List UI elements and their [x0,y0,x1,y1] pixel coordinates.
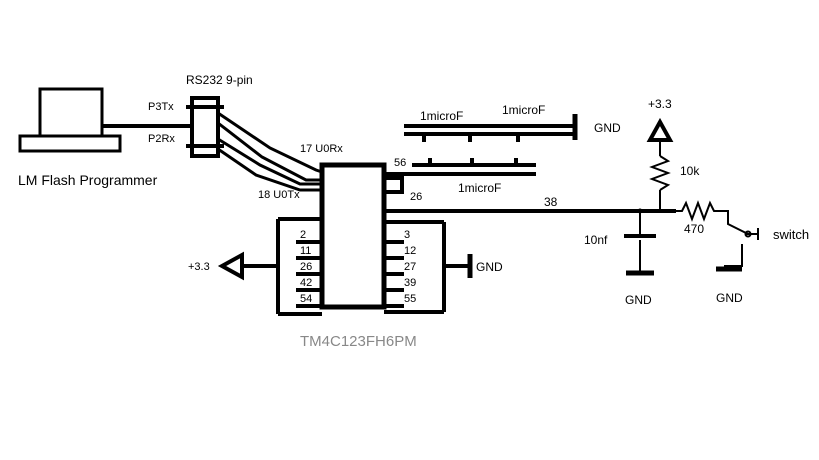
series-resistor-label: 470 [684,222,704,236]
serial-cable-tx [217,137,322,192]
programmer-label: LM Flash Programmer [18,172,158,188]
p3tx-label: P3Tx [148,101,174,113]
pin26-wire [384,176,404,194]
left-pin-label-4: 42 [300,277,312,289]
right-pin-label-3: 27 [404,261,416,273]
left-pin-label-3: 26 [300,261,312,273]
rs232-connector [186,96,224,158]
right-pin-label-5: 55 [404,293,416,305]
cap-a-label: 1microF [420,109,463,123]
top-supply-arrow [646,117,674,142]
pin38-label: 38 [544,195,558,209]
laptop-icon [18,87,122,153]
cap-c-label: 1microF [458,181,501,195]
left-pin-label-5: 54 [300,293,312,305]
filter-gnd-label: GND [625,293,652,307]
left-pin-label-2: 11 [300,245,311,257]
pullup-resistor [649,140,671,211]
left-supply-label: +3.3 [188,261,210,273]
pullup-resistor-label: 10k [680,164,700,178]
connector-label: RS232 9-pin [186,73,253,87]
chip-gnd-label: GND [476,260,503,274]
cap-gnd-label: GND [594,121,621,135]
switch-label: switch [773,227,809,242]
chip-body [319,162,387,310]
pin56-label: 56 [394,157,406,169]
right-pin-label-1: 3 [404,229,410,241]
switch-gnd-label: GND [716,291,743,305]
serial-cable-rx [217,111,323,182]
right-pin-label-4: 39 [404,277,416,289]
series-resistor [676,200,722,222]
top-supply-label: +3.3 [648,97,672,111]
cap-bank-top [404,114,578,142]
cap-b-label: 1microF [502,103,545,117]
cap-bank-bottom [384,158,536,176]
chip-name-label: TM4C123FH6PM [300,333,417,350]
filter-capacitor [624,211,656,276]
filter-cap-label: 10nf [584,233,608,247]
left-supply-arrow [217,251,244,281]
left-pin-label-1: 2 [300,229,306,241]
p2rx-label: P2Rx [148,133,175,145]
right-pin-label-2: 12 [404,245,416,257]
reset-switch [716,210,759,272]
pin26-label: 26 [410,191,422,203]
u0rx-label: 17 U0Rx [300,143,343,155]
u0tx-label: 18 U0Tx [258,189,300,201]
